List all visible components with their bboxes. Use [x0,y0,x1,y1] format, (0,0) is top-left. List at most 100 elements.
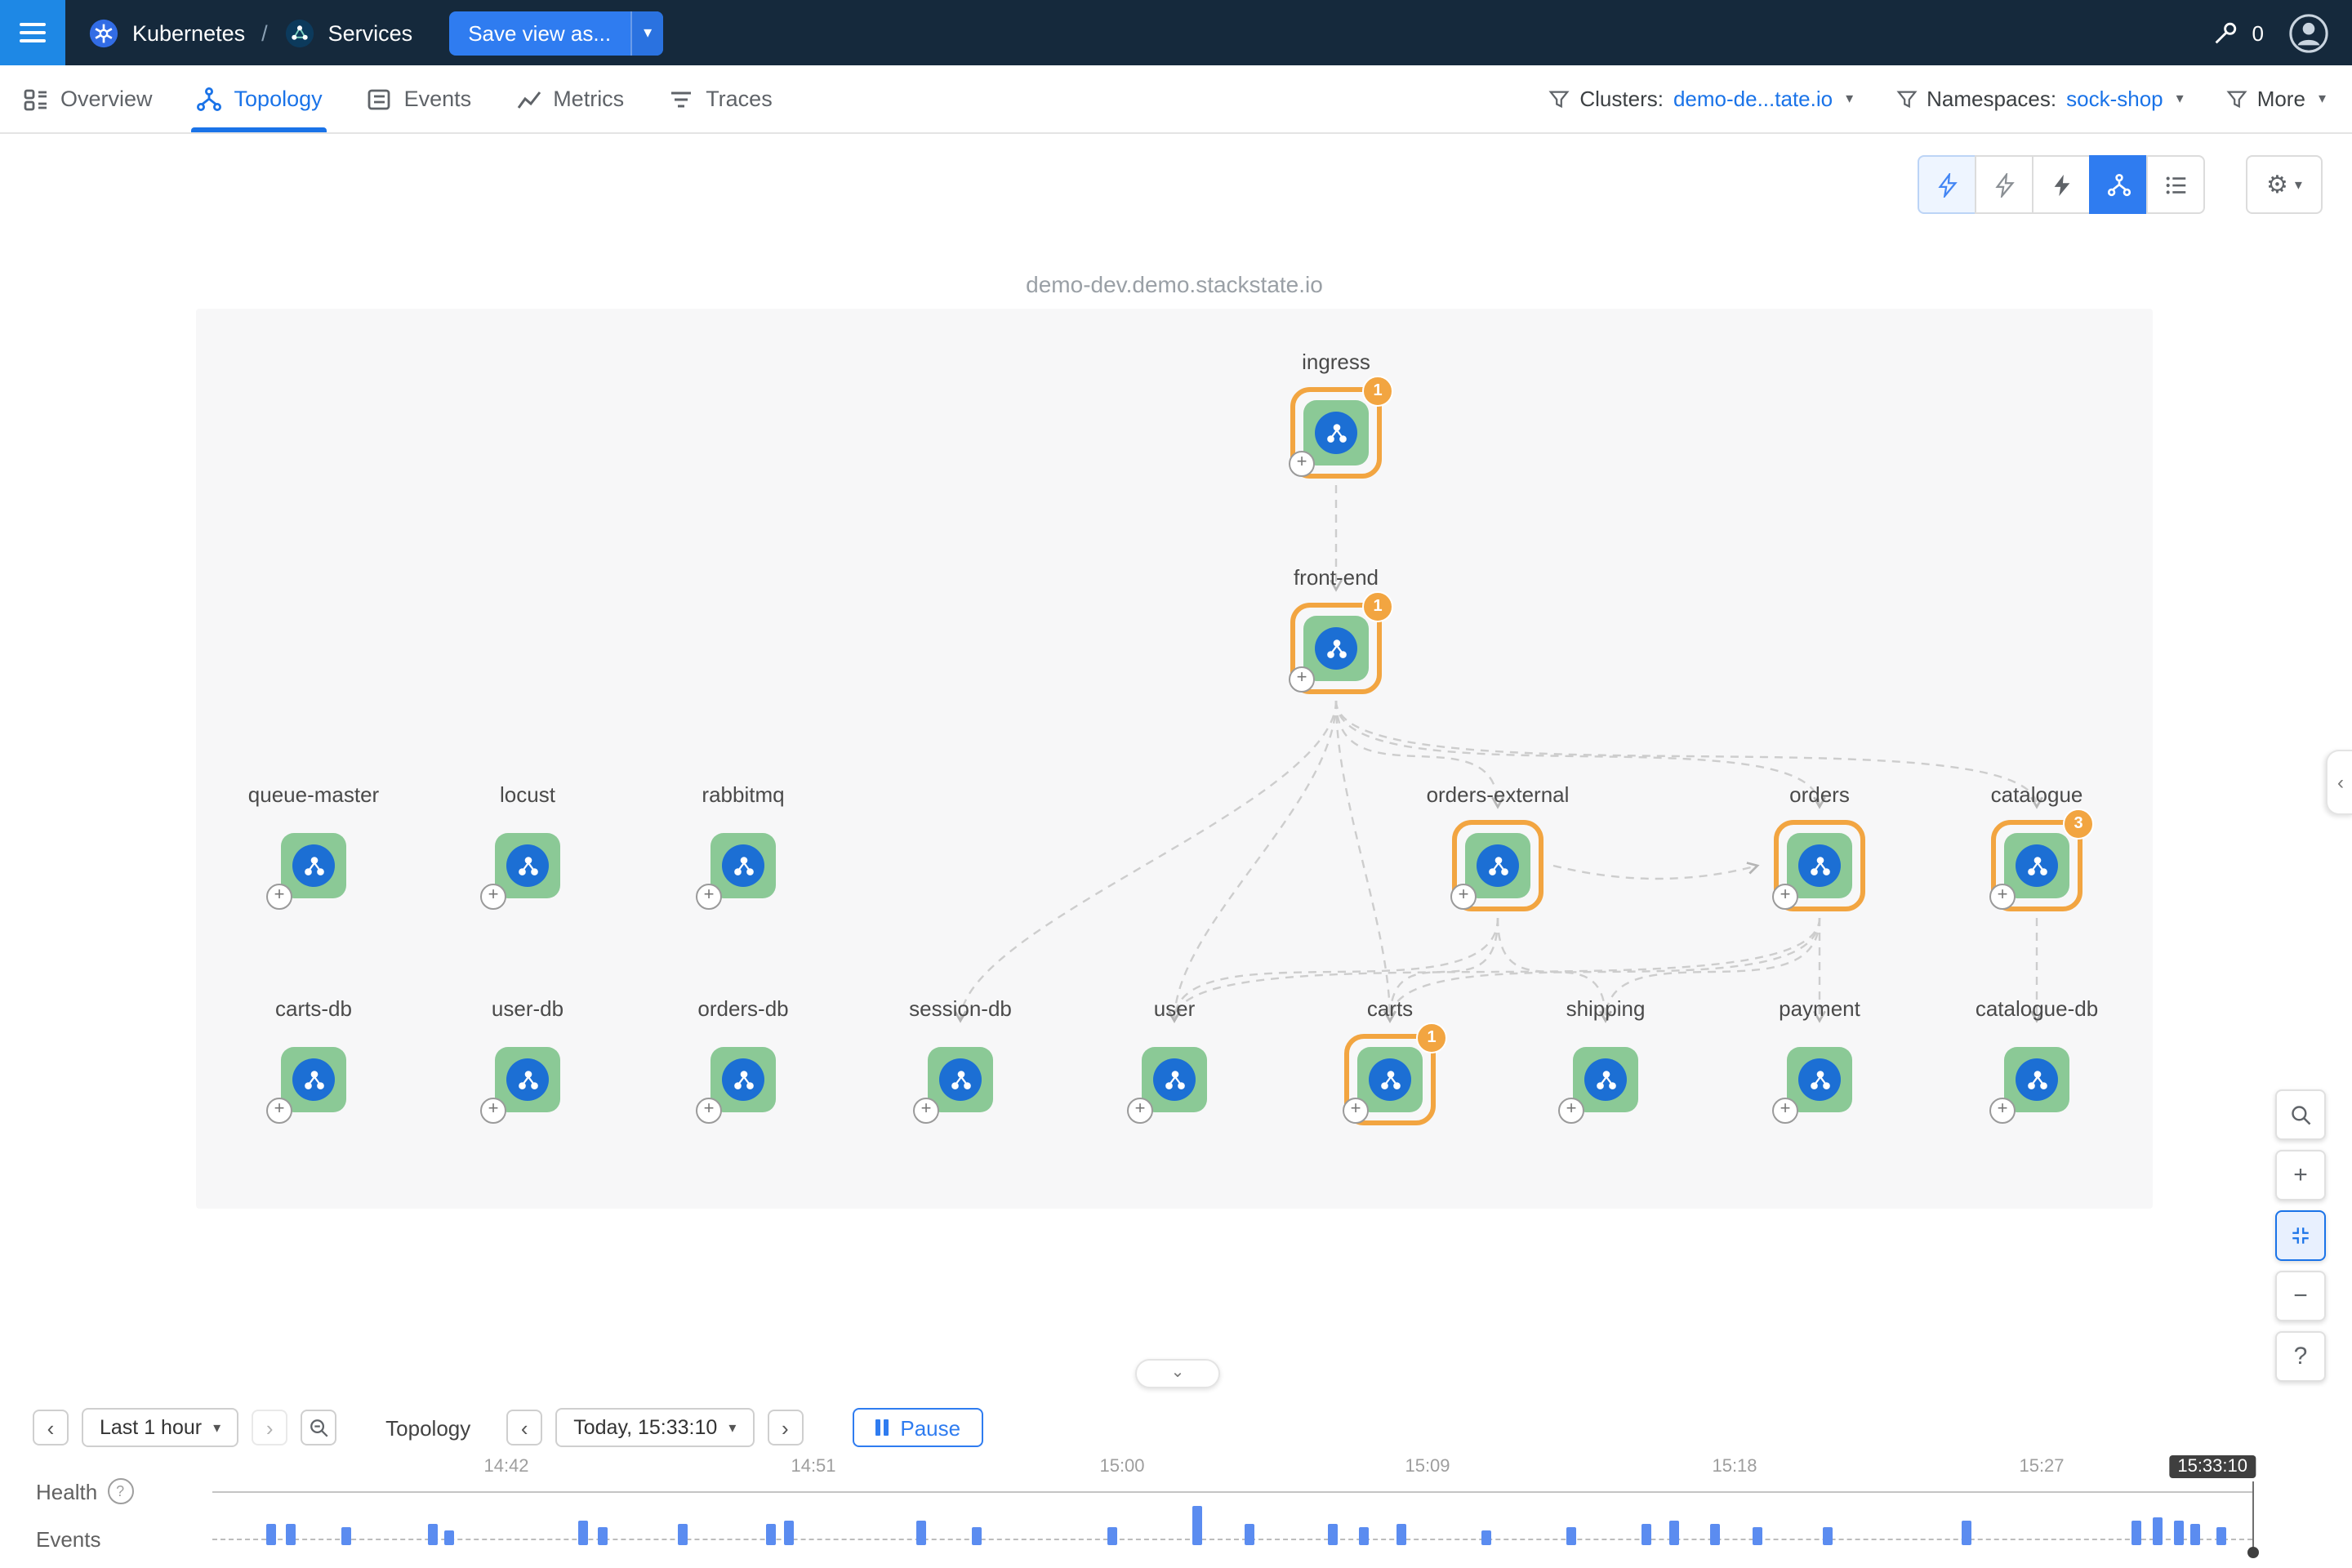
namespaces-value[interactable]: sock-shop [2066,87,2163,111]
time-step-back-button[interactable]: ‹ [506,1410,543,1446]
expand-node-button[interactable]: + [1989,884,2016,910]
time-range-back-button[interactable]: ‹ [33,1410,69,1446]
canvas-search-button[interactable] [2275,1089,2326,1140]
time-step-forward-button[interactable]: › [767,1410,804,1446]
list-view-button[interactable] [2146,155,2205,214]
event-bar[interactable] [286,1524,296,1545]
clusters-value[interactable]: demo-de...tate.io [1673,87,1833,111]
event-bar[interactable] [972,1527,982,1545]
topology-node-user[interactable]: user+ [1127,996,1207,1124]
event-bar[interactable] [784,1521,794,1545]
zoom-out-button[interactable]: − [2275,1271,2326,1321]
event-bar[interactable] [1245,1524,1254,1545]
health-propagation-outline-button[interactable] [1918,155,1976,214]
expand-node-button[interactable]: + [266,884,292,910]
health-help-icon[interactable]: ? [107,1478,134,1504]
event-bar[interactable] [1566,1527,1576,1545]
expand-node-button[interactable]: + [1772,1098,1798,1124]
expand-node-button[interactable]: + [1289,666,1315,693]
tab-metrics[interactable]: Metrics [515,65,624,132]
event-bar[interactable] [578,1521,588,1545]
event-bar[interactable] [2216,1527,2226,1545]
topology-node-catalogue-db[interactable]: catalogue-db+ [1976,996,2098,1124]
right-panel-collapse-handle[interactable]: ‹ [2326,750,2352,815]
topology-node-orders-external[interactable]: orders-external+ [1427,782,1569,911]
timeline-collapse-button[interactable]: ⌄ [1135,1359,1220,1388]
breadcrumb-app[interactable]: Kubernetes [132,20,246,45]
event-bar[interactable] [598,1527,608,1545]
namespaces-filter[interactable]: Namespaces: sock-shop ▾ [1895,87,2184,111]
expand-node-button[interactable]: + [1289,451,1315,477]
event-bar[interactable] [2174,1521,2184,1545]
current-time-dot[interactable] [2247,1547,2259,1558]
save-view-dropdown-caret[interactable]: ▾ [630,11,664,55]
tab-overview[interactable]: Overview [23,65,153,132]
event-bar[interactable] [444,1530,454,1545]
event-bar[interactable] [1481,1530,1491,1545]
event-bar[interactable] [1710,1524,1720,1545]
topology-settings-button[interactable]: ⚙ ▾ [2246,155,2323,214]
event-bar[interactable] [1962,1521,1971,1545]
topology-node-orders[interactable]: orders+ [1772,782,1865,911]
expand-node-button[interactable]: + [913,1098,939,1124]
save-view-button[interactable]: Save view as... ▾ [448,11,664,55]
expand-node-button[interactable]: + [1772,884,1798,910]
time-range-forward-button[interactable]: › [252,1410,288,1446]
event-bar[interactable] [1642,1524,1651,1545]
topology-node-shipping[interactable]: shipping+ [1558,996,1645,1124]
user-avatar[interactable] [2288,12,2329,53]
expand-node-button[interactable]: + [696,884,722,910]
event-bar[interactable] [1753,1527,1762,1545]
health-propagation-filled-button[interactable] [2032,155,2091,214]
event-bar[interactable] [1192,1506,1202,1545]
event-bar[interactable] [341,1527,351,1545]
clusters-filter[interactable]: Clusters: demo-de...tate.io ▾ [1548,87,1853,111]
event-bar[interactable] [678,1524,688,1545]
expand-node-button[interactable]: + [1989,1098,2016,1124]
pin-icon[interactable] [2210,17,2241,48]
expand-node-button[interactable]: + [1343,1098,1369,1124]
save-view-label[interactable]: Save view as... [468,20,612,45]
breadcrumb-view[interactable]: Services [327,20,413,45]
expand-node-button[interactable]: + [1450,884,1477,910]
event-bar[interactable] [428,1524,438,1545]
timeline-zoom-out-button[interactable] [301,1410,337,1446]
event-bar[interactable] [1396,1524,1406,1545]
topology-node-user-db[interactable]: user-db+ [480,996,564,1124]
fit-to-screen-button[interactable] [2275,1210,2326,1261]
event-bar[interactable] [266,1524,276,1545]
zoom-in-button[interactable]: + [2275,1150,2326,1200]
event-bar[interactable] [2132,1521,2141,1545]
event-bar[interactable] [1359,1527,1369,1545]
event-bar[interactable] [1328,1524,1338,1545]
expand-node-button[interactable]: + [480,1098,506,1124]
event-bar[interactable] [916,1521,926,1545]
expand-node-button[interactable]: + [1558,1098,1584,1124]
tab-events[interactable]: Events [367,65,471,132]
topology-node-payment[interactable]: payment+ [1772,996,1860,1124]
event-bar[interactable] [1107,1527,1117,1545]
topology-node-locust[interactable]: locust+ [480,782,560,910]
time-range-dropdown[interactable]: Last 1 hour ▾ [82,1408,239,1447]
hamburger-menu-button[interactable] [0,0,65,65]
expand-node-button[interactable]: + [480,884,506,910]
expand-node-button[interactable]: + [266,1098,292,1124]
topology-node-queue-master[interactable]: queue-master+ [248,782,379,910]
current-time-badge[interactable]: 15:33:10 [2169,1455,2256,1478]
event-bar[interactable] [1669,1521,1679,1545]
topology-node-orders-db[interactable]: orders-db+ [696,996,789,1124]
graph-view-button[interactable] [2089,155,2148,214]
topology-node-carts-db[interactable]: carts-db+ [266,996,352,1124]
expand-node-button[interactable]: + [696,1098,722,1124]
event-bar[interactable] [2153,1517,2163,1545]
topology-node-rabbitmq[interactable]: rabbitmq+ [696,782,785,910]
pause-button[interactable]: Pause [852,1408,984,1447]
tab-topology[interactable]: Topology [191,65,327,132]
health-propagation-medium-button[interactable] [1975,155,2034,214]
topology-node-session-db[interactable]: session-db+ [909,996,1012,1124]
